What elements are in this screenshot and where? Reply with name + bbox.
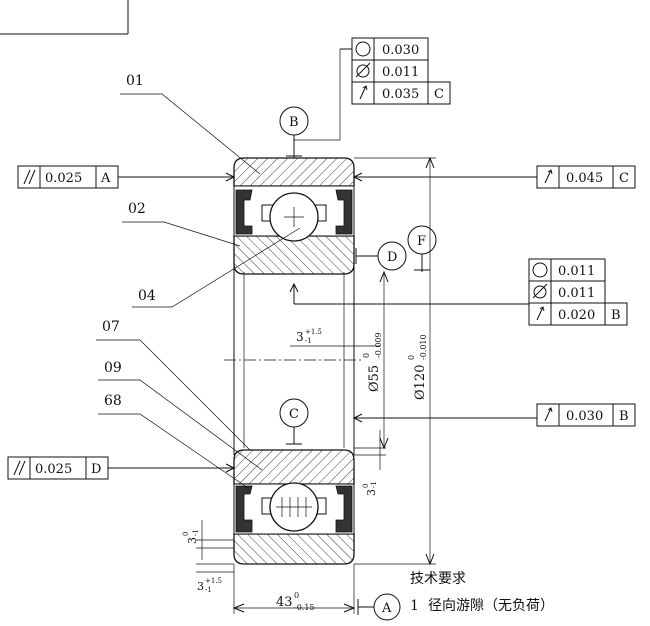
- svg-text:3: 3: [365, 489, 378, 496]
- seal-bottom-right: [335, 485, 353, 533]
- fcf-left-low: 0.025 D: [7, 456, 236, 480]
- runout-icon: [544, 169, 553, 184]
- svg-text:0.011: 0.011: [558, 286, 595, 301]
- part-label-68: 68: [104, 393, 122, 409]
- dim-offset-top: 3 +1.5 -1: [290, 328, 380, 347]
- svg-text:-1: -1: [305, 337, 312, 345]
- notes-title: 技术要求: [410, 571, 466, 587]
- svg-text:Ø120: Ø120: [413, 365, 428, 400]
- svg-text:+1.5: +1.5: [205, 577, 222, 585]
- part-label-01: 01: [126, 73, 144, 89]
- svg-text:D: D: [387, 250, 397, 265]
- svg-text:C: C: [619, 171, 629, 186]
- datum-c: C: [279, 398, 309, 445]
- svg-text:+1.5: +1.5: [305, 328, 322, 336]
- parallelism-icon: [13, 460, 26, 476]
- svg-text:-0.009: -0.009: [374, 332, 383, 358]
- runout-icon: [544, 407, 553, 422]
- seal-bottom-left: [235, 485, 253, 533]
- part-label-04: 04: [138, 288, 156, 304]
- svg-text:-0.010: -0.010: [419, 334, 428, 360]
- svg-text:F: F: [417, 234, 426, 249]
- inner-ring-bottom: [233, 449, 355, 485]
- notes-item1-text: 径向游隙（无负荷）: [428, 598, 554, 614]
- part-label-02: 02: [128, 201, 146, 217]
- technical-notes: 技术要求 1 径向游隙（无负荷）: [410, 571, 554, 614]
- fcf-right-top: 0.045 C: [352, 165, 636, 189]
- runout-icon: [359, 85, 368, 100]
- svg-text:0: 0: [407, 355, 416, 360]
- parallelism-icon: [23, 169, 36, 185]
- svg-text:3: 3: [197, 580, 204, 593]
- inner-ring-top: [233, 235, 355, 275]
- datum-d: D: [355, 241, 407, 271]
- svg-text:3: 3: [296, 330, 304, 344]
- svg-text:-0.15: -0.15: [294, 603, 315, 612]
- seal-top-right: [335, 189, 353, 235]
- circularity-icon: [532, 262, 548, 278]
- svg-text:0.025: 0.025: [35, 462, 72, 477]
- svg-text:0: 0: [294, 591, 299, 600]
- svg-text:0.045: 0.045: [566, 171, 603, 186]
- dim-bottom: 3 +1.5 -1: [196, 563, 234, 594]
- svg-text:A: A: [100, 171, 111, 186]
- cylindricity-icon: [532, 283, 548, 299]
- notes-item1-number: 1: [410, 598, 419, 614]
- svg-text:0.020: 0.020: [558, 308, 595, 323]
- title-block-corner: [0, 0, 129, 35]
- svg-text:C: C: [289, 407, 299, 422]
- svg-text:3: 3: [186, 537, 199, 544]
- svg-text:0.011: 0.011: [558, 264, 595, 279]
- svg-text:0: 0: [182, 532, 190, 536]
- datum-f: F: [407, 225, 437, 272]
- outer-ring-bottom: [233, 533, 355, 565]
- svg-text:0: 0: [362, 484, 370, 488]
- svg-text:0.030: 0.030: [566, 409, 603, 424]
- svg-text:D: D: [91, 462, 101, 477]
- dim-side-a: 3 0 -1: [354, 430, 386, 496]
- svg-text:B: B: [289, 115, 299, 130]
- dim-bore: Ø55 0 -0.009: [362, 270, 389, 450]
- cylindricity-icon: [355, 62, 371, 78]
- svg-text:0.011: 0.011: [382, 65, 419, 80]
- svg-text:43: 43: [276, 595, 293, 610]
- svg-text:-1: -1: [192, 529, 200, 536]
- dim-side-b: 3 0 -1: [182, 520, 234, 560]
- dim-outer: Ø120 0 -0.010: [354, 156, 436, 566]
- svg-text:0.030: 0.030: [382, 43, 419, 58]
- svg-text:-1: -1: [370, 481, 378, 488]
- part-label-07: 07: [102, 319, 120, 335]
- svg-text:A: A: [381, 601, 392, 616]
- datum-b: B: [279, 106, 309, 158]
- fcf-right-low: 0.030 B: [352, 403, 636, 427]
- circularity-icon: [355, 41, 371, 57]
- svg-text:-1: -1: [205, 586, 212, 594]
- dim-width: 43 0 -0.15: [232, 564, 356, 614]
- svg-text:0: 0: [362, 353, 371, 358]
- svg-text:C: C: [434, 87, 444, 102]
- svg-text:B: B: [619, 409, 629, 424]
- svg-text:0.025: 0.025: [45, 171, 82, 186]
- seal-top-left: [235, 189, 253, 235]
- datum-a: A: [357, 593, 401, 621]
- fcf-left-top: 0.025 A: [17, 165, 236, 189]
- svg-text:B: B: [611, 308, 621, 323]
- fcf-right-mid: 0.011 0.011 0.020 B: [289, 258, 628, 326]
- fcf-top-right: 0.030 0.011 0.035 C: [294, 37, 451, 141]
- runout-icon: [536, 306, 545, 321]
- svg-text:0.035: 0.035: [382, 87, 419, 102]
- svg-text:Ø55: Ø55: [367, 365, 382, 392]
- part-label-09: 09: [104, 360, 122, 376]
- outer-ring-top: [233, 157, 355, 187]
- part-labels: 01 02 04 07 09 68: [96, 73, 301, 489]
- bearing-section: [224, 157, 364, 565]
